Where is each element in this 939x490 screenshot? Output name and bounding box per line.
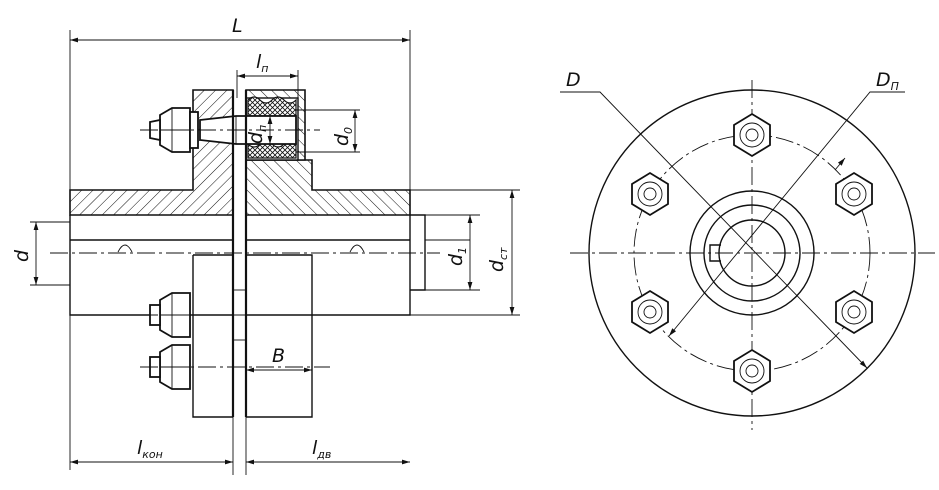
bolt-top (733, 112, 771, 158)
bolt-lower-right (835, 289, 873, 335)
side-section-view: L lп dп d0 d d1 dст B lкон lдв (11, 15, 520, 475)
label-d-ct: dст (486, 247, 510, 272)
dim-D (560, 91, 868, 369)
bolt-upper-right (835, 171, 873, 217)
right-hub-section (245, 159, 411, 216)
label-d-0: d0 (331, 127, 355, 146)
label-l-n: lп (256, 51, 268, 75)
right-shaft (245, 215, 411, 316)
right-shaft-end (410, 214, 426, 291)
label-d: d (11, 249, 33, 262)
left-hub-section (69, 89, 234, 216)
right-flange-lower (246, 254, 313, 418)
label-d-n: dп (245, 125, 269, 144)
left-shaft (69, 215, 233, 316)
label-L: L (232, 15, 243, 37)
left-flange-lower (192, 254, 233, 418)
bolt-upper-left (631, 171, 669, 217)
bolt-bottom (733, 348, 771, 394)
label-d-1: d1 (445, 247, 469, 266)
bolt-lower-left (631, 289, 669, 335)
label-l-kon: lкон (137, 437, 163, 461)
label-l-dv: lдв (312, 437, 331, 461)
label-D: D (566, 69, 581, 91)
label-D-n: DП (876, 69, 899, 93)
end-view: D DП (560, 69, 935, 430)
dim-D-n (668, 91, 905, 337)
label-B: B (272, 345, 285, 367)
